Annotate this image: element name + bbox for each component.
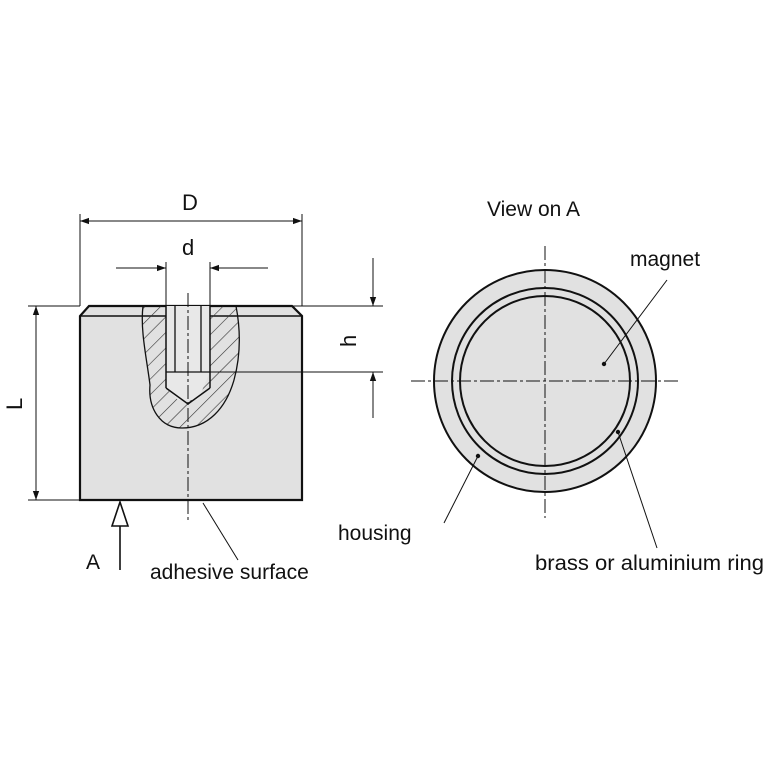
magnet-callout: magnet [601, 248, 700, 367]
dimension-h: h [210, 258, 383, 418]
dimension-h-label: h [336, 335, 361, 347]
adhesive-surface-label: adhesive surface [150, 561, 309, 584]
dimension-L: L [2, 305, 80, 501]
adhesive-surface-callout: adhesive surface [150, 502, 309, 584]
dimension-L-label: L [2, 398, 27, 410]
ring-callout: brass or aluminium ring [535, 429, 764, 575]
side-view: D d h L A [2, 190, 383, 584]
view-arrow-A: A [86, 499, 130, 574]
dimension-D-label: D [182, 190, 198, 215]
housing-callout: housing [338, 453, 481, 545]
threaded-bore [165, 306, 211, 405]
ring-label: brass or aluminium ring [535, 552, 764, 575]
dimension-d-label: d [182, 235, 194, 260]
view-title: View on A [487, 198, 580, 221]
dimension-D: D [79, 190, 303, 306]
end-view: View on A magnet housing brass or alumin… [338, 198, 764, 575]
view-arrow-A-label: A [86, 551, 100, 574]
housing-label: housing [338, 522, 412, 545]
magnet-label: magnet [630, 248, 700, 271]
dimension-d: d [116, 235, 268, 306]
